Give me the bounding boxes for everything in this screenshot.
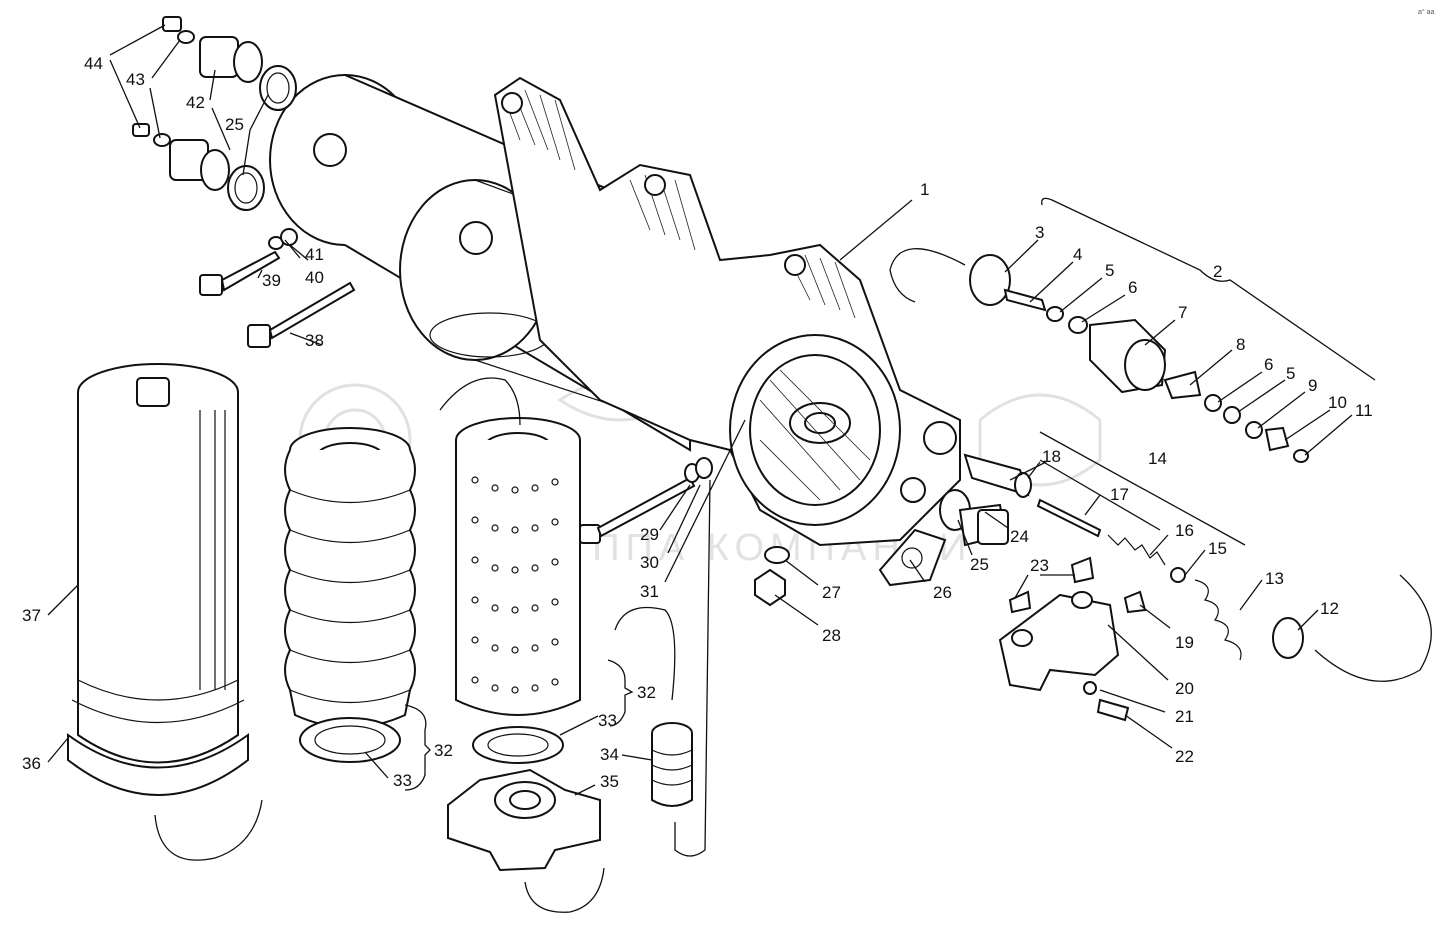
callout-2: 2 — [1213, 262, 1222, 281]
callout-8: 8 — [1236, 335, 1245, 354]
fittings-top-left — [132, 16, 297, 211]
callout-28: 28 — [822, 626, 841, 645]
callout-labels: 1 2 3 4 5 6 7 8 6 5 9 10 11 12 13 14 15 … — [22, 54, 1373, 791]
callout-24: 24 — [1010, 527, 1029, 546]
callout-7: 7 — [1178, 303, 1187, 322]
callout-34: 34 — [600, 745, 619, 764]
callout-5: 5 — [1105, 261, 1114, 280]
callout-14: 14 — [1148, 449, 1167, 468]
callout-33b: 33 — [393, 771, 412, 790]
callout-22: 22 — [1175, 747, 1194, 766]
corner-mark: a° aa — [1418, 8, 1435, 16]
callout-6: 6 — [1128, 278, 1137, 297]
callout-32b: 32 — [434, 741, 453, 760]
callout-11: 11 — [1355, 401, 1373, 420]
callout-19: 19 — [1175, 633, 1194, 652]
bracket-20 — [998, 556, 1147, 722]
callout-1: 1 — [920, 180, 929, 199]
assembly-arrows — [154, 248, 1432, 913]
callout-36: 36 — [22, 754, 41, 773]
callout-26: 26 — [933, 583, 952, 602]
callout-39: 39 — [262, 271, 281, 290]
callout-20: 20 — [1175, 679, 1194, 698]
callout-12: 12 — [1320, 599, 1339, 618]
callout-25b: 25 — [225, 115, 244, 134]
callout-6b: 6 — [1264, 355, 1273, 374]
callout-37: 37 — [22, 606, 41, 625]
callout-13: 13 — [1265, 569, 1284, 588]
callout-41: 41 — [305, 245, 324, 264]
callout-27: 27 — [822, 583, 841, 602]
callout-40: 40 — [305, 268, 324, 287]
callout-29: 29 — [640, 525, 659, 544]
callout-9: 9 — [1308, 376, 1317, 395]
bolts-38-39 — [199, 228, 356, 348]
pleated-filter-element — [284, 427, 416, 763]
callout-15: 15 — [1208, 539, 1227, 558]
callout-43: 43 — [126, 70, 145, 89]
star-base-35 — [447, 768, 601, 872]
callout-31: 31 — [640, 582, 659, 601]
callout-18: 18 — [1042, 447, 1061, 466]
callout-21: 21 — [1175, 707, 1194, 726]
callout-33: 33 — [598, 711, 617, 730]
callout-44: 44 — [84, 54, 103, 73]
callout-4: 4 — [1073, 245, 1082, 264]
filter-cap-37 — [67, 363, 249, 796]
gasket-26 — [878, 528, 947, 587]
callout-23: 23 — [1030, 556, 1049, 575]
callout-17: 17 — [1110, 485, 1129, 504]
bolt-29 — [579, 457, 713, 544]
fitting-34 — [651, 722, 693, 807]
perforated-filter-element — [455, 417, 581, 764]
callout-10: 10 — [1328, 393, 1347, 412]
leader-lines — [47, 24, 1376, 796]
callout-32: 32 — [637, 683, 656, 702]
valve-assembly-2 — [969, 254, 1309, 463]
callout-38: 38 — [305, 331, 324, 350]
callout-30: 30 — [640, 553, 659, 572]
callout-5b: 5 — [1286, 364, 1295, 383]
callout-42: 42 — [186, 93, 205, 112]
callout-16: 16 — [1175, 521, 1194, 540]
callout-25: 25 — [970, 555, 989, 574]
plug-24 — [939, 489, 1009, 547]
filter-body — [493, 76, 961, 547]
callout-35: 35 — [600, 772, 619, 791]
bypass-valve-14 — [963, 453, 1304, 661]
callout-3: 3 — [1035, 223, 1044, 242]
